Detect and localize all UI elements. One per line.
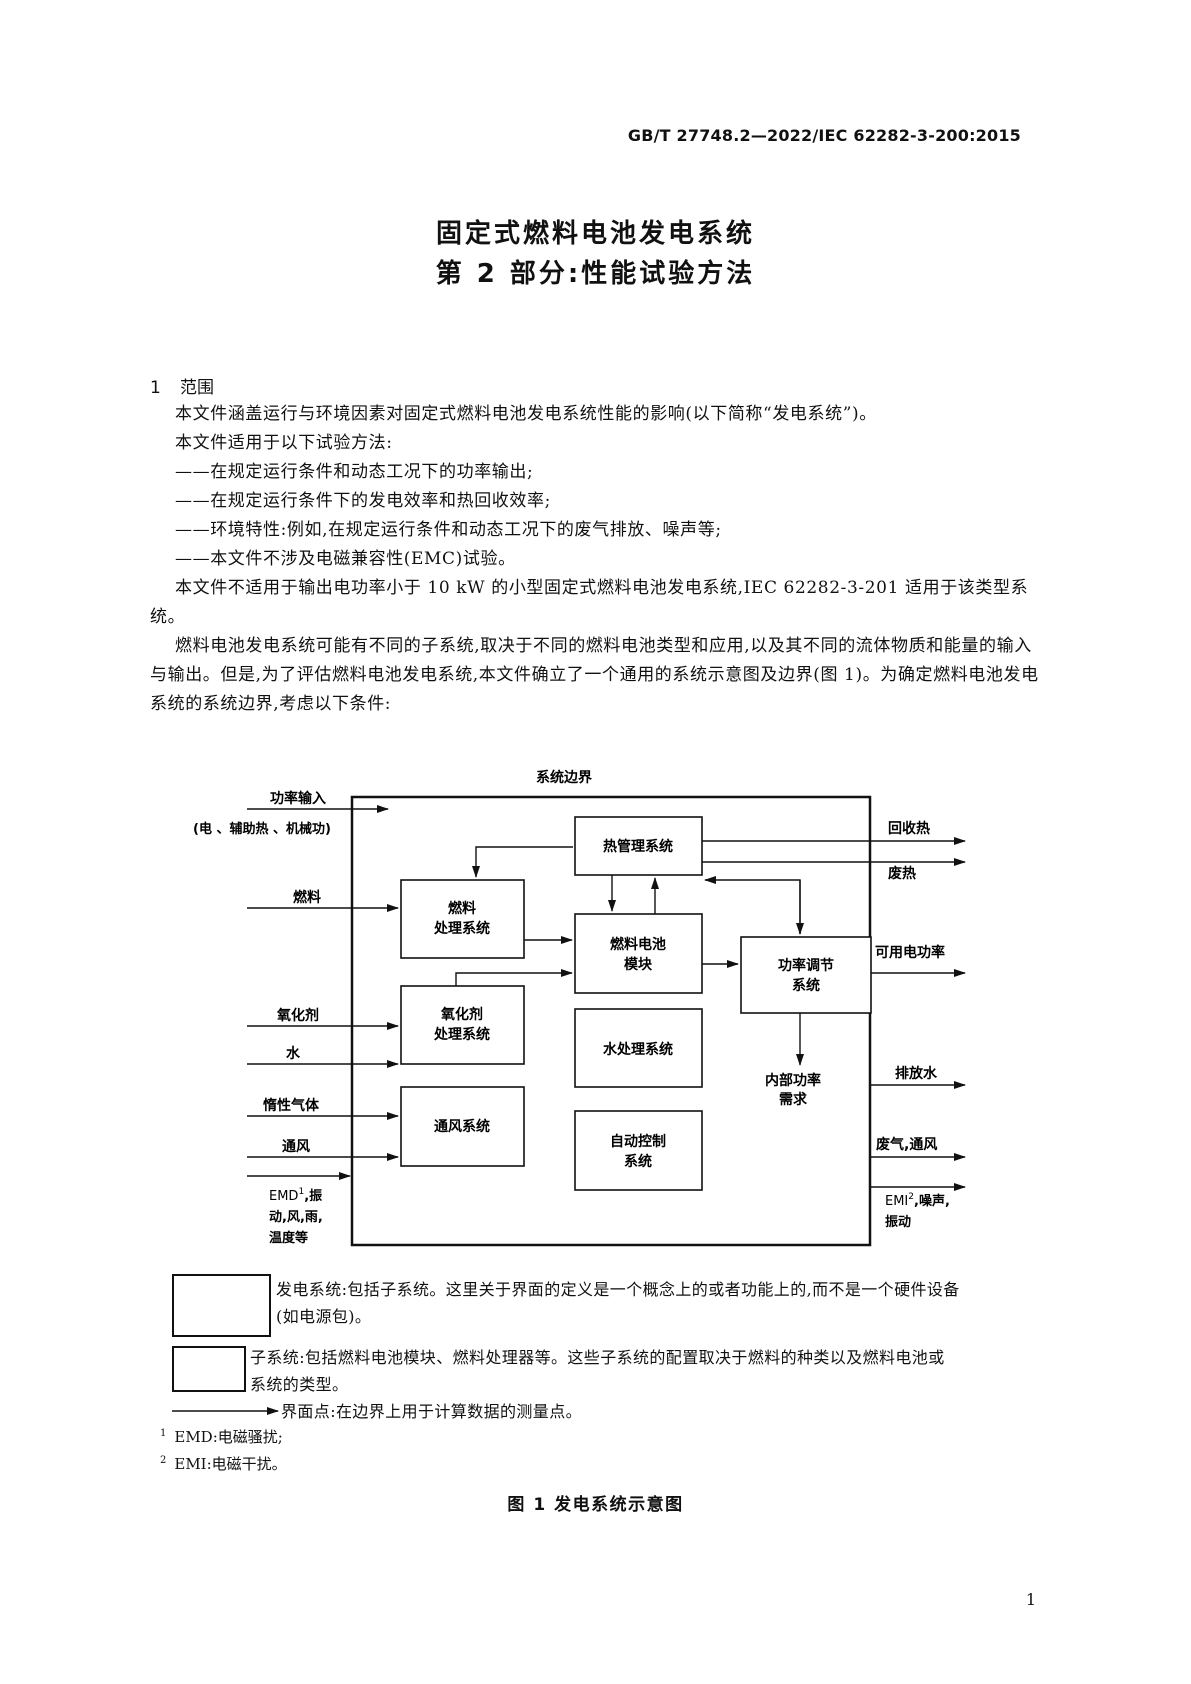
oxidant-processing-label-2: 处理系统 (433, 1026, 490, 1043)
paragraph-subsystems: 燃料电池发电系统可能有不同的子系统,取决于不同的燃料电池类型和应用,以及其不同的… (150, 636, 1039, 714)
automatic-control-block (574, 1110, 703, 1191)
bullet-power-output: ——在规定运行条件和动态工况下的功率输出; (175, 462, 534, 482)
paragraph-scope: 本文件涵盖运行与环境因素对固定式燃料电池发电系统性能的影响(以下简称“发电系统”… (175, 404, 877, 424)
standard-code: GB/T 27748.2—2022/IEC 62282-3-200:2015 (627, 126, 1021, 145)
drain-water-label: 排放水 (895, 1065, 938, 1082)
fuel-processing-label-1: 燃料 (448, 900, 476, 917)
power-conditioning-label-1: 功率调节 (778, 957, 834, 974)
legend-subsystem-line1: 子系统:包括燃料电池模块、燃料处理器等。这些子系统的配置取决于燃料的种类以及燃料… (250, 1348, 945, 1367)
internal-power-label-1: 内部功率 (765, 1072, 821, 1089)
water-input-label: 水 (286, 1045, 301, 1062)
legend-subsystem-line2: 系统的类型。 (250, 1375, 349, 1394)
emd-label-line3: 温度等 (269, 1230, 308, 1246)
emd-label-line1: EMD1,振 (269, 1187, 322, 1204)
waste-heat-label: 废热 (888, 865, 916, 882)
usable-power-label: 可用电功率 (875, 944, 945, 961)
thermal-management-label: 热管理系统 (603, 838, 673, 855)
ventilation-input-label: 通风 (282, 1139, 310, 1155)
oxidant-processing-block (400, 985, 525, 1065)
internal-power-label-2: 需求 (779, 1091, 808, 1108)
emd-label-line2: 动,风,雨, (269, 1210, 323, 1225)
ventilation-system-block (400, 1086, 525, 1167)
document-title-line1: 固定式燃料电池发电系统 (435, 219, 755, 249)
exhaust-label: 废气,通风 (876, 1136, 937, 1153)
recovered-heat-label: 回收热 (888, 820, 930, 837)
section-heading: 1 范围 (150, 373, 214, 398)
power-conditioning-label-2: 系统 (792, 977, 820, 994)
emi-label-line2: 振动 (885, 1214, 911, 1230)
inert-gas-input-label: 惰性气体 (263, 1097, 320, 1114)
fuel-cell-module-label-1: 燃料电池 (610, 936, 666, 953)
automatic-control-label-1: 自动控制 (610, 1133, 666, 1150)
fuel-processing-label-2: 处理系统 (433, 920, 490, 937)
power-conditioning-block (740, 936, 872, 1014)
section-number: 1 (150, 378, 161, 398)
legend-subsystem-box (172, 1346, 246, 1392)
paragraph-applicability: 本文件适用于以下试验方法: (175, 433, 393, 453)
document-title-line2: 第 2 部分:性能试验方法 (435, 259, 756, 289)
legend-system-box (172, 1274, 271, 1337)
thermal-management-block (574, 816, 703, 876)
fuel-processing-block (400, 879, 525, 959)
bullet-emc: ——本文件不涉及电磁兼容性(EMC)试验。 (175, 549, 516, 569)
ventilation-system-label: 通风系统 (434, 1118, 490, 1135)
page-number: 1 (1025, 1590, 1036, 1609)
legend-system-line1: 发电系统:包括子系统。这里关于界面的定义是一个概念上的或者功能上的,而不是一个硬… (276, 1280, 960, 1299)
water-treatment-label: 水处理系统 (603, 1041, 673, 1058)
bullet-environment: ——环境特性:例如,在规定运行条件和动态工况下的废气排放、噪声等; (175, 520, 722, 540)
oxidant-input-label: 氧化剂 (276, 1007, 319, 1024)
legend-system-line2: (如电源包)。 (276, 1307, 372, 1326)
automatic-control-label-2: 系统 (624, 1153, 652, 1170)
water-treatment-block (574, 1008, 703, 1088)
thermal-to-fuel-proc-arrow (472, 846, 573, 878)
emi-label-line1: EMI2,噪声, (885, 1192, 950, 1209)
system-boundary (350, 795, 872, 1247)
power-input-sub-label: (电 、辅助热 、机械功) (193, 821, 331, 837)
figure-caption: 图 1 发电系统示意图 (507, 1495, 684, 1515)
fuel-input-label: 燃料 (293, 889, 321, 906)
oxidant-processing-label-1: 氧化剂 (440, 1006, 483, 1023)
fuel-cell-module-label-2: 模块 (624, 956, 653, 973)
power-input-label: 功率输入 (270, 790, 326, 807)
oxidant-to-fc-arrow (455, 969, 573, 986)
legend-interface-text: 界面点:在边界上用于计算数据的测量点。 (281, 1402, 582, 1421)
fuel-cell-module-block (574, 913, 703, 994)
bullet-efficiency: ——在规定运行条件下的发电效率和热回收效率; (175, 491, 551, 511)
power-cond-thermal-arrow (704, 876, 801, 934)
section-title: 范围 (180, 378, 214, 398)
boundary-label: 系统边界 (536, 769, 593, 786)
paragraph-exclusion: 本文件不适用于输出电功率小于 10 kW 的小型固定式燃料电池发电系统,IEC … (150, 578, 1029, 627)
